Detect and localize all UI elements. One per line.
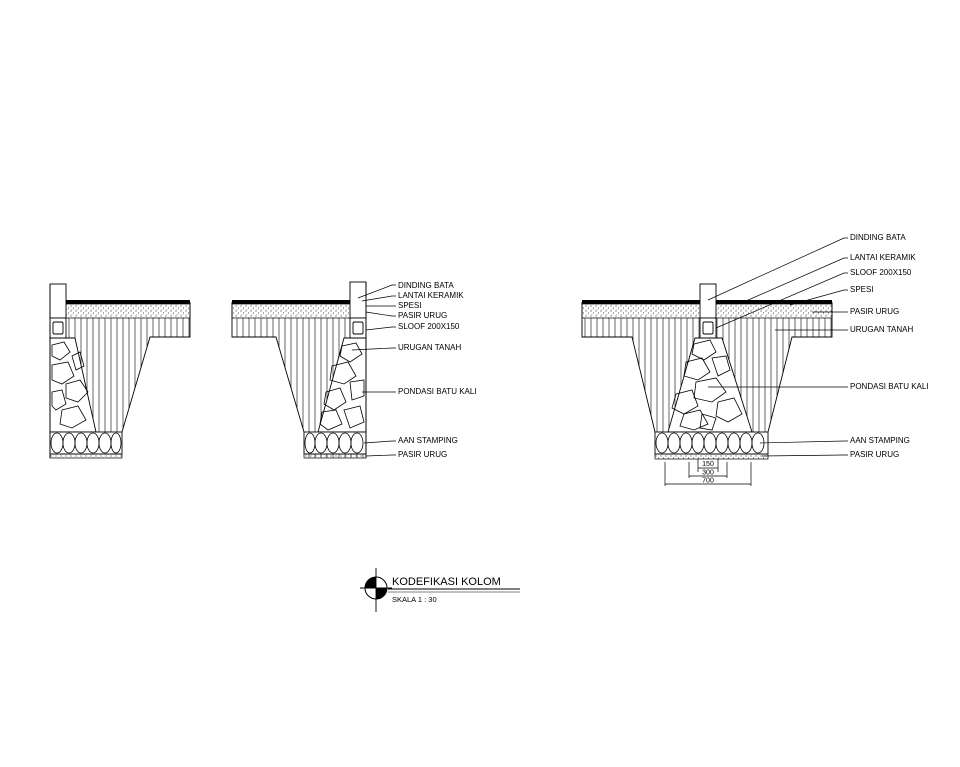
sloof-rebar (702, 321, 714, 335)
sand-base (303, 453, 367, 459)
title-main: KODEFIKASI KOLOM (392, 576, 501, 588)
sloof-rebar (352, 321, 364, 335)
sloof-beam (349, 317, 367, 339)
stamping-stones (50, 432, 122, 454)
label-pondasi-batu-kali: PONDASI BATU KALI (850, 382, 929, 391)
label-pasir-urug: PASIR URUG (850, 307, 899, 316)
brick-wall (49, 283, 67, 319)
section-right (581, 283, 833, 460)
soil-outline-right (767, 302, 833, 433)
stamping-stones (655, 432, 765, 454)
label-aan-stamping: AAN STAMPING (850, 436, 910, 445)
soil-outline-left (581, 302, 656, 433)
label-sloof: SLOOF 200X150 (398, 322, 460, 331)
label-urugan-tanah: URUGAN TANAH (398, 343, 461, 352)
label-sloof: SLOOF 200X150 (850, 268, 912, 277)
sand-fill-layer (231, 303, 367, 319)
label-lantai-keramik: LANTAI KERAMIK (850, 253, 916, 262)
ceramic-floor (232, 300, 366, 304)
soil-outline (121, 302, 191, 433)
aan-stamping (654, 431, 769, 455)
dim-300: 300 (702, 470, 714, 477)
brick-wall (349, 281, 367, 319)
label-pasir-urug-base: PASIR URUG (850, 450, 899, 459)
label-aan-stamping: AAN STAMPING (398, 436, 458, 445)
sloof-beam (699, 317, 717, 339)
section-middle-leaders (351, 284, 396, 457)
river-stones (51, 341, 89, 429)
label-dinding-bata: DINDING BATA (850, 233, 906, 242)
section-right-leaders (707, 237, 848, 457)
stamping-stones (304, 432, 364, 454)
sloof-beam (49, 317, 67, 339)
label-pondasi-batu-kali: PONDASI BATU KALI (398, 387, 477, 396)
section-right-dimensions (664, 459, 752, 486)
sand-base (49, 453, 123, 459)
label-urugan-tanah: URUGAN TANAH (850, 325, 913, 334)
section-right-dimension-text: 150 300 700 (702, 461, 714, 485)
brick-wall (699, 283, 717, 319)
river-stones (319, 342, 365, 431)
section-middle-labels: DINDING BATA LANTAI KERAMIK SPESI PASIR … (398, 281, 477, 459)
title-block: KODEFIKASI KOLOM SKALA 1 : 30 (360, 568, 520, 612)
section-mark-icon (360, 568, 392, 612)
label-spesi: SPESI (398, 301, 422, 310)
dim-700: 700 (702, 478, 714, 485)
section-right-labels: DINDING BATA LANTAI KERAMIK SLOOF 200X15… (850, 233, 929, 459)
title-scale: SKALA 1 : 30 (392, 595, 437, 604)
soil-outline (231, 302, 305, 433)
dim-150: 150 (702, 461, 714, 468)
label-lantai-keramik: LANTAI KERAMIK (398, 291, 464, 300)
section-middle (231, 281, 367, 459)
label-pasir-urug: PASIR URUG (398, 311, 447, 320)
ceramic-floor (50, 300, 190, 304)
section-left (49, 283, 191, 459)
sand-fill-layer (49, 303, 191, 319)
river-stones (671, 339, 743, 431)
sloof-rebar (52, 321, 64, 335)
sand-base (654, 453, 769, 460)
label-spesi: SPESI (850, 285, 874, 294)
label-dinding-bata: DINDING BATA (398, 281, 454, 290)
label-pasir-urug-base: PASIR URUG (398, 450, 447, 459)
